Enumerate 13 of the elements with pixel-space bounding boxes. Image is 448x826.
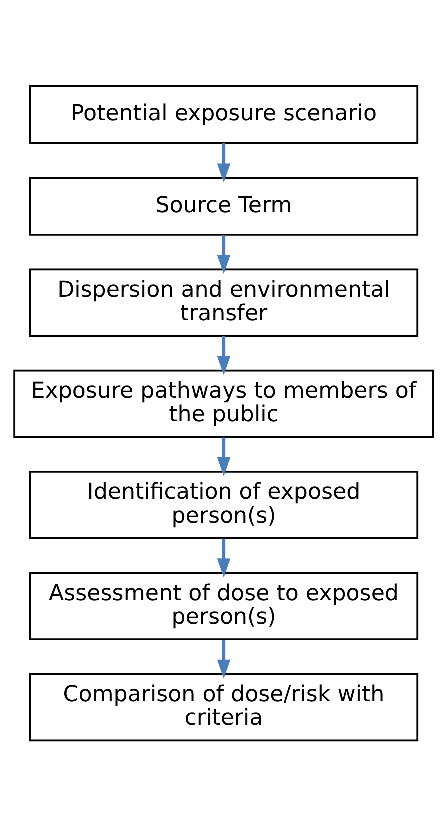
node-box: Identification of exposed person(s): [29, 470, 419, 539]
node-box: Comparison of dose/risk with criteria: [29, 672, 419, 742]
node-box: Assessment of dose to exposed person(s): [29, 572, 419, 640]
arrow: [217, 437, 231, 476]
node-box: Potential exposure scenario: [29, 84, 419, 144]
arrow: [217, 336, 231, 375]
arrow: [217, 142, 231, 182]
arrow: [217, 640, 231, 678]
arrow: [217, 234, 231, 274]
node-box: Dispersion and environmental transfer: [29, 268, 419, 336]
arrow: [217, 538, 231, 578]
node-box: Exposure pathways to members of the public: [14, 369, 434, 438]
node-box: Source Term: [29, 176, 419, 236]
